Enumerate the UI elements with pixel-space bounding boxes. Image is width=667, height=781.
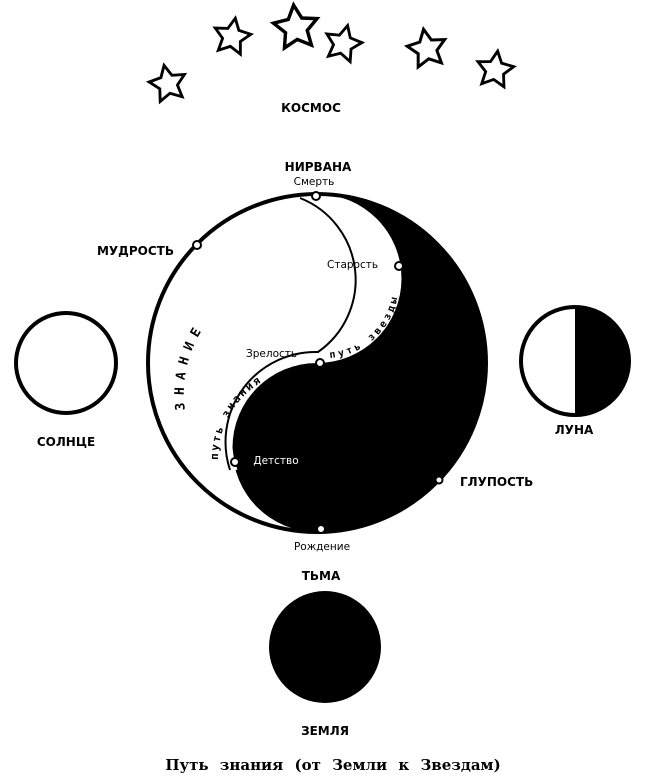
label-zemlya: ЗЕМЛЯ [301, 724, 349, 738]
point-zrelost [315, 358, 325, 368]
star-icon [210, 13, 255, 57]
label-glupost-text: ГЛУПОСТЬ [460, 475, 533, 489]
point-smert [311, 191, 321, 201]
star-icon [403, 24, 451, 70]
point-glupost [434, 475, 444, 485]
label-detstvo: Детство [253, 455, 298, 467]
point-mudrost [192, 240, 202, 250]
label-smert: Смерть [294, 176, 335, 188]
label-nirvana: НИРВАНА [285, 160, 352, 174]
earth-circle-icon [269, 591, 381, 703]
sun-circle-icon [14, 311, 118, 415]
moon-half-icon [519, 305, 631, 417]
star-icon [320, 19, 367, 65]
star-icon [144, 60, 191, 105]
label-solnce: СОЛНЦЕ [37, 435, 95, 449]
point-detstvo [230, 457, 240, 467]
label-kosmos: КОСМОС [281, 101, 341, 115]
label-mudrost: МУДРОСТЬ [97, 244, 174, 258]
point-rozhdenie [316, 524, 326, 534]
star-icon [473, 47, 517, 90]
label-zrelost: Зрелость [246, 348, 297, 360]
star-icon [270, 1, 322, 51]
figure-caption: Путь знания (от Земли к Звездам) [165, 756, 500, 774]
point-starost [394, 261, 404, 271]
stars-group [144, 1, 517, 105]
label-rozhdenie: Рождение [294, 541, 350, 553]
label-luna: ЛУНА [555, 423, 594, 437]
label-tma: ТЬМА [302, 569, 341, 583]
detstvo-box [244, 451, 308, 469]
label-starost: Старость [327, 259, 378, 271]
